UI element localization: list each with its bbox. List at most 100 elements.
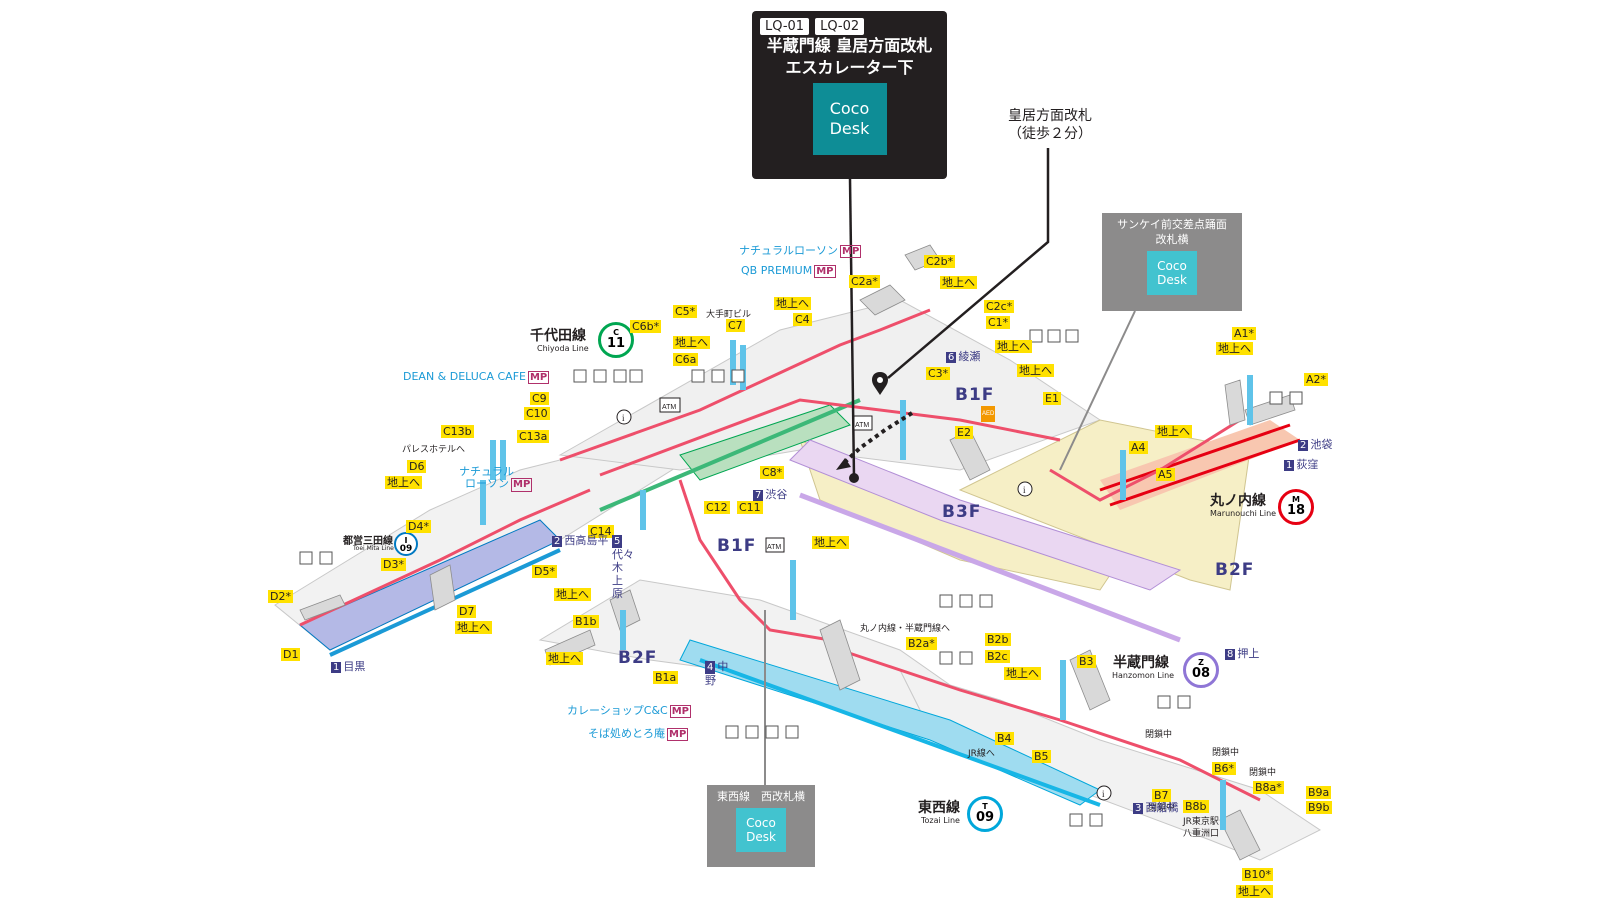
info-icon: i bbox=[616, 409, 632, 425]
atm-icon-3: ATM bbox=[765, 537, 785, 553]
exit-d6: D6 bbox=[407, 460, 427, 473]
svg-text:ATM: ATM bbox=[662, 404, 676, 411]
dest-oshiage-num: 8 bbox=[1225, 649, 1236, 660]
dest-nishitakashimadaira-num: 2 bbox=[552, 536, 563, 547]
marunouchi-badge-num: 18 bbox=[1286, 503, 1306, 518]
chiyoda-badge-letter: C bbox=[613, 328, 619, 337]
tozai-platform bbox=[679, 639, 1101, 806]
mp-icon: MP bbox=[511, 478, 533, 492]
shop-natural-lawson-left-label-1: ナチュラル bbox=[459, 465, 514, 478]
hanzomon-badge-num: 08 bbox=[1191, 666, 1211, 681]
exit-b1b-ground: 地上へ bbox=[546, 652, 583, 665]
mp-icon: MP bbox=[669, 705, 691, 718]
exit-d5-ground: 地上へ bbox=[554, 588, 591, 601]
tozai-callout-title: 東西線 西改札横 bbox=[717, 790, 805, 803]
gate-annotation-walk: （徒歩２分） bbox=[1008, 126, 1092, 142]
exit-c10: C10 bbox=[524, 407, 550, 420]
sankei-title-2: 改札横 bbox=[1155, 233, 1189, 246]
marunouchi-track-1 bbox=[1099, 423, 1291, 492]
hanzomon-line-en: Hanzomon Line bbox=[1112, 671, 1175, 680]
sankei-title-1: サンケイ前交差点踊面 bbox=[1117, 218, 1227, 231]
dest-ikebukuro-num: 2 bbox=[1298, 440, 1309, 451]
route-top-2 bbox=[599, 398, 1061, 477]
exit-b8b: B8b bbox=[1183, 800, 1209, 813]
cocodesk-logo-text-1: Coco bbox=[829, 99, 870, 118]
mp-icon: MP bbox=[840, 245, 862, 258]
exit-c1: C1* bbox=[986, 316, 1011, 329]
exit-c8: C8* bbox=[760, 466, 785, 479]
svg-text:ATM: ATM bbox=[855, 422, 869, 429]
marunouchi-line-en: Marunouchi Line bbox=[1210, 509, 1277, 518]
exit-b6: B6* bbox=[1212, 762, 1237, 775]
exit-ground-c6: 地上へ bbox=[673, 336, 710, 349]
exit-b5: B5 bbox=[1032, 750, 1051, 763]
exit-c3: C3* bbox=[926, 367, 951, 380]
exit-ground-right: 地上へ bbox=[995, 340, 1032, 353]
walking-path-arrowhead bbox=[836, 458, 851, 470]
tozai-badge-letter: T bbox=[982, 802, 988, 811]
floor-label-b1f-left: B1F bbox=[717, 536, 757, 556]
tozai-badge-num: 09 bbox=[975, 810, 995, 825]
tozai-track bbox=[699, 658, 1101, 807]
closed-label-2: 閉鎖中 bbox=[1212, 748, 1240, 758]
tozai-line-name: 東西線 bbox=[918, 800, 960, 816]
hanzomon-platform bbox=[789, 439, 1182, 591]
dest-nishitakashimadaira-label: 西高島平 bbox=[564, 534, 609, 547]
exit-e2: E2 bbox=[955, 426, 973, 439]
dest-nakano-label: 中野 bbox=[705, 660, 729, 687]
exit-b10: B10* bbox=[1242, 868, 1274, 881]
jr-tokyo-label-2: 八重洲口 bbox=[1183, 829, 1220, 839]
floor-label-b2f-right: B2F bbox=[1215, 560, 1255, 580]
svg-text:i: i bbox=[622, 413, 625, 423]
exit-b2b: B2b bbox=[985, 633, 1011, 646]
dest-nishifunabashi-label: 西船橋 bbox=[1145, 801, 1179, 814]
exit-a5: A5 bbox=[1156, 468, 1175, 481]
cocodesk-logo-text-2: Desk bbox=[1157, 273, 1187, 287]
exit-d7-ground: 地上へ bbox=[455, 621, 492, 634]
location-code-1: LQ-01 bbox=[760, 18, 810, 35]
exit-c12: C12 bbox=[704, 501, 730, 514]
hanzomon-track bbox=[799, 492, 1181, 643]
dest-nakano-num: 4 bbox=[705, 661, 716, 674]
gate-annotation: 皇居方面改札 （徒歩２分） bbox=[990, 107, 1110, 143]
location-pin-icon bbox=[872, 372, 888, 395]
exit-a4: A4 bbox=[1129, 441, 1148, 454]
exit-c13a: C13a bbox=[517, 430, 550, 443]
exit-b9b: B9b bbox=[1306, 801, 1332, 814]
atm-icon-2: ATM bbox=[853, 415, 873, 431]
mp-icon: MP bbox=[814, 265, 836, 278]
chiyoda-line-en: Chiyoda Line bbox=[537, 344, 589, 353]
cocodesk-tozai-callout: 東西線 西改札横 Coco Desk bbox=[707, 785, 815, 867]
exit-d5: D5* bbox=[532, 565, 557, 578]
exit-ground-b1f: 地上へ bbox=[812, 536, 849, 549]
exit-c5: C5* bbox=[673, 305, 698, 318]
exit-b1b: B1b bbox=[573, 615, 599, 628]
route-top bbox=[559, 308, 931, 462]
closed-label-4: 閉鎖中 bbox=[1148, 803, 1176, 813]
exit-ground-c4: 地上へ bbox=[774, 297, 811, 310]
main-callout-pointer-dot bbox=[849, 473, 859, 483]
exit-c13b: C13b bbox=[441, 425, 474, 438]
closed-label-3: 閉鎖中 bbox=[1249, 768, 1277, 778]
exit-c7: C7 bbox=[726, 319, 745, 332]
location-code-2: LQ-02 bbox=[815, 18, 865, 35]
atm-icon: ATM bbox=[659, 397, 681, 413]
exit-b1a: B1a bbox=[653, 671, 679, 684]
facility-icons bbox=[299, 329, 1303, 827]
exit-a4-ground: 地上へ bbox=[1155, 425, 1192, 438]
dest-oshiage-label: 押上 bbox=[1237, 647, 1260, 660]
walking-path-dotted bbox=[843, 411, 914, 464]
chiyoda-badge-num: 11 bbox=[606, 336, 626, 351]
svg-text:i: i bbox=[1023, 485, 1026, 495]
